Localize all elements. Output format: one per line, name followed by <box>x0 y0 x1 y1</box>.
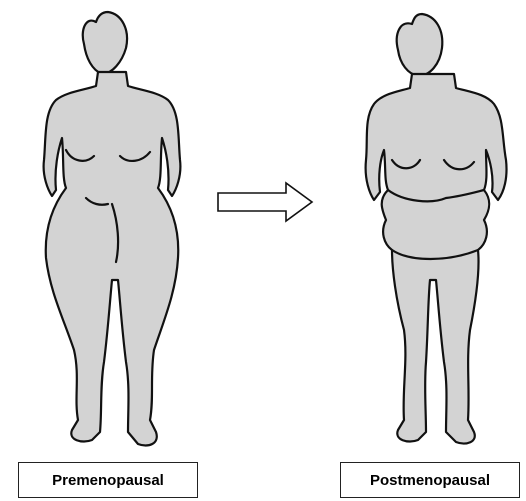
postmenopausal-head <box>397 14 443 76</box>
postmenopausal-figure <box>366 14 507 444</box>
premenopausal-head <box>83 12 127 74</box>
right-arrow-outline-icon <box>218 183 312 221</box>
premenopausal-figure <box>44 12 181 446</box>
postmenopausal-label: Postmenopausal <box>340 462 520 498</box>
premenopausal-body <box>44 72 181 446</box>
premenopausal-label: Premenopausal <box>18 462 198 498</box>
